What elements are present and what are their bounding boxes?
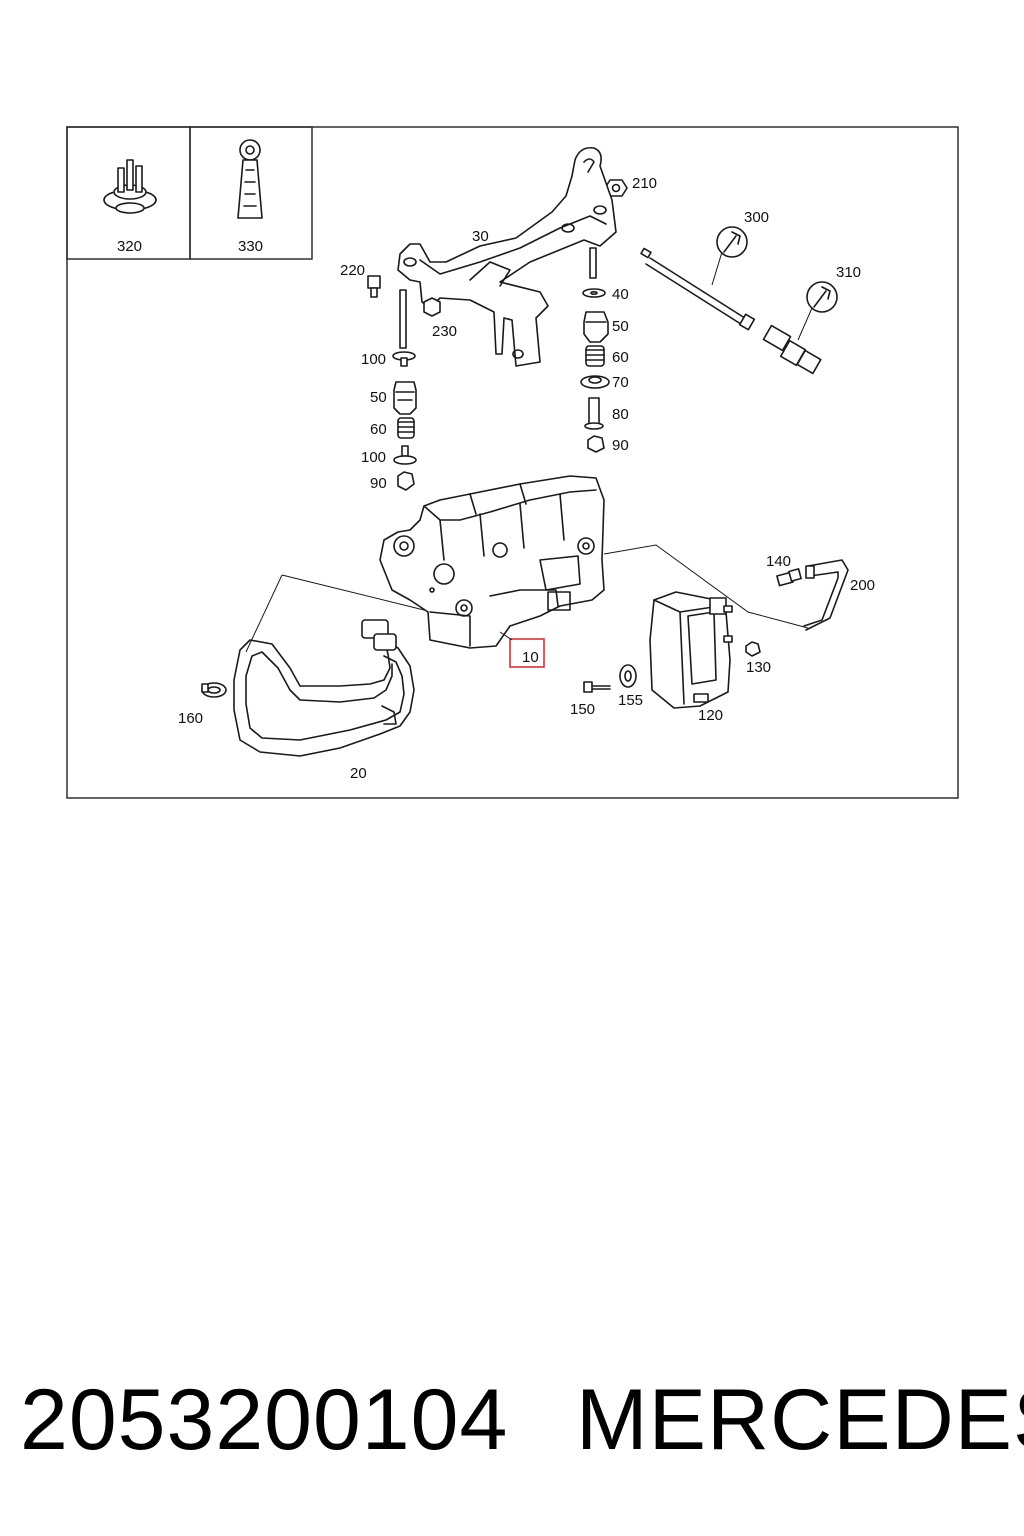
- callout-310: 310: [836, 264, 861, 281]
- callout-140: 140: [766, 553, 791, 570]
- callout-150: 150: [570, 701, 595, 718]
- part-number: 2053200104: [20, 1372, 509, 1468]
- callout-20: 20: [350, 765, 367, 782]
- part-60-left-spring-icon[interactable]: [397, 417, 415, 439]
- part-120-valve-block-icon[interactable]: [649, 591, 733, 709]
- part-100-lower-left-washer-icon[interactable]: [393, 445, 417, 465]
- part-140-fitting-icon[interactable]: [776, 568, 802, 587]
- callout-220: 220: [340, 262, 365, 279]
- callout-230: 230: [432, 323, 457, 340]
- part-220-bolt-icon[interactable]: [367, 275, 381, 298]
- part-310-union-icon[interactable]: [762, 324, 822, 375]
- callout-40: 40: [612, 286, 629, 303]
- part-330-strap-icon[interactable]: [237, 139, 263, 219]
- callout-160: 160: [178, 710, 203, 727]
- right-stud-icon: [589, 247, 597, 279]
- brand-name: MERCEDES: [576, 1372, 1024, 1468]
- callout-330: 330: [238, 238, 263, 255]
- part-70-bushing-icon[interactable]: [580, 375, 610, 389]
- part-300-long-bolt-icon[interactable]: [640, 247, 756, 331]
- callout-80: 80: [612, 406, 629, 423]
- callout-50-left: 50: [370, 389, 387, 406]
- part-10-compressor-icon[interactable]: [379, 475, 605, 649]
- callout-155: 155: [618, 692, 643, 709]
- part-200-air-line-icon[interactable]: [803, 559, 849, 631]
- part-40-washer-icon[interactable]: [582, 288, 606, 298]
- inset-box-330: [189, 126, 313, 260]
- part-100-upper-left-washer-icon[interactable]: [392, 351, 416, 367]
- callout-120: 120: [698, 707, 723, 724]
- part-30-bracket-icon[interactable]: [397, 146, 617, 367]
- callout-10: 10: [522, 649, 539, 666]
- part-50-right-mount-icon[interactable]: [583, 311, 609, 343]
- callout-100-lower: 100: [361, 449, 386, 466]
- callout-130: 130: [746, 659, 771, 676]
- wrench-symbol-300-icon: [716, 226, 748, 258]
- callout-60-left: 60: [370, 421, 387, 438]
- callout-90-right: 90: [612, 437, 629, 454]
- callout-200: 200: [850, 577, 875, 594]
- part-50-left-mount-icon[interactable]: [393, 381, 417, 415]
- caption: 2053200104 MERCEDES: [0, 1370, 1024, 1470]
- callout-100-upper: 100: [361, 351, 386, 368]
- part-80-sleeve-icon[interactable]: [584, 397, 604, 430]
- diagram-frame: [66, 126, 959, 799]
- part-320-connector-icon[interactable]: [103, 159, 157, 214]
- callout-300: 300: [744, 209, 769, 226]
- callout-50-right: 50: [612, 318, 629, 335]
- callout-90-left: 90: [370, 475, 387, 492]
- part-20-hose-icon[interactable]: [233, 619, 415, 757]
- part-230-nut-icon[interactable]: [423, 297, 441, 317]
- wrench-symbol-310-icon: [806, 281, 838, 313]
- left-stud-icon: [399, 289, 407, 349]
- highlight-box-10: [509, 638, 545, 668]
- part-60-right-spring-icon[interactable]: [585, 345, 605, 367]
- callout-70: 70: [612, 374, 629, 391]
- callout-30: 30: [472, 228, 489, 245]
- part-150-bolt-icon[interactable]: [583, 681, 611, 693]
- callout-210: 210: [632, 175, 657, 192]
- part-90-right-nut-icon[interactable]: [587, 435, 605, 453]
- part-155-grommet-icon[interactable]: [619, 664, 637, 688]
- part-90-left-nut-icon[interactable]: [397, 471, 415, 491]
- callout-320: 320: [117, 238, 142, 255]
- part-130-nut-icon[interactable]: [745, 641, 761, 657]
- part-160-clamp-icon[interactable]: [201, 682, 227, 698]
- callout-60-right: 60: [612, 349, 629, 366]
